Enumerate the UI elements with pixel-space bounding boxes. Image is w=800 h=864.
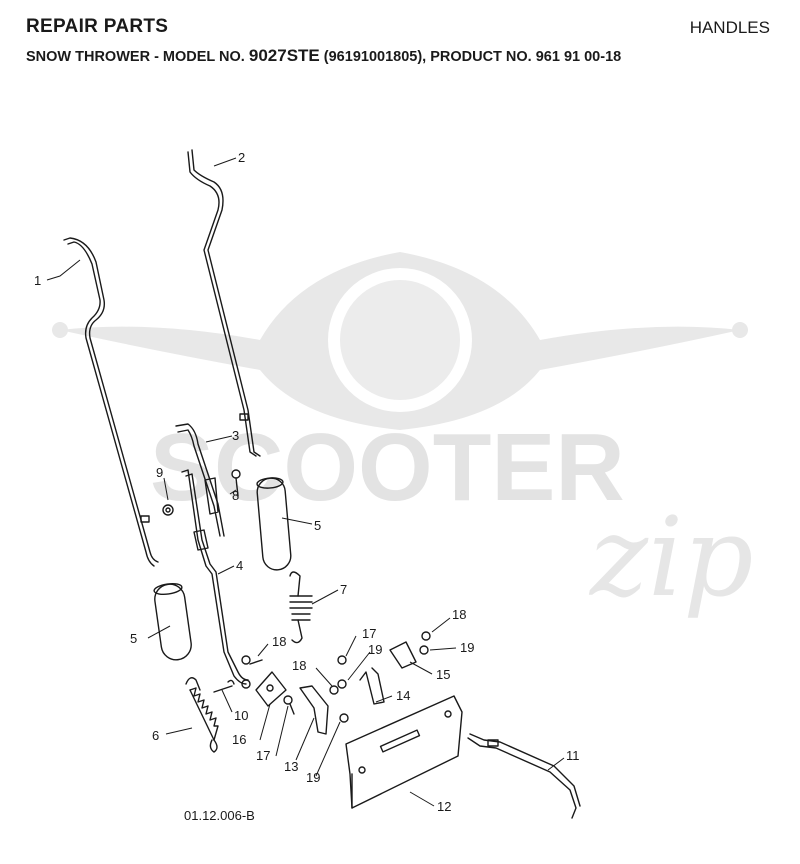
part-1-rod xyxy=(63,237,159,567)
part-11-rod xyxy=(467,733,581,819)
callout-1: 1 xyxy=(34,273,41,288)
watermark-word: SCOOTER xyxy=(150,414,625,521)
part-10-pin xyxy=(213,679,235,693)
callout-17a: 17 xyxy=(256,748,270,763)
callout-15: 15 xyxy=(436,667,450,682)
callout-19b: 19 xyxy=(306,770,320,785)
part-17-bolt-b xyxy=(337,655,347,665)
part-16-plate xyxy=(255,671,287,707)
part-15-plate xyxy=(389,641,417,669)
part-8-bolt xyxy=(231,469,241,497)
callout-16: 16 xyxy=(232,732,246,747)
part-14-bracket xyxy=(359,667,385,705)
part-19-nut-a xyxy=(337,679,347,689)
callout-14: 14 xyxy=(396,688,410,703)
part-17-bolt-a xyxy=(283,695,295,715)
callout-7: 7 xyxy=(340,582,347,597)
page-subtitle: SNOW THROWER - MODEL NO. 9027STE (961910… xyxy=(26,46,621,66)
diagram-reference-code: 01.12.006-B xyxy=(184,808,255,823)
part-6-spring xyxy=(185,677,219,753)
callout-18c: 18 xyxy=(452,607,466,622)
watermark-script: zip xyxy=(588,493,754,621)
callout-17b: 17 xyxy=(362,626,376,641)
callout-9: 9 xyxy=(156,465,163,480)
subtitle-suffix: (96191001805), PRODUCT NO. 961 91 00-18 xyxy=(319,49,622,65)
part-9-nut xyxy=(162,504,174,516)
part-7-spring xyxy=(289,571,313,644)
callout-19a: 19 xyxy=(368,642,382,657)
model-number: 9027STE xyxy=(248,46,320,65)
part-12-panel xyxy=(345,695,463,809)
part-13-bracket xyxy=(299,685,329,735)
callout-3: 3 xyxy=(232,428,239,443)
watermark: SCOOTER zip xyxy=(52,252,754,621)
section-title: HANDLES xyxy=(689,18,770,37)
callout-18b: 18 xyxy=(292,658,306,673)
callout-labels: 1 2 3 4 5 5 6 7 8 9 10 11 12 13 14 15 16… xyxy=(34,150,580,814)
callout-18a: 18 xyxy=(272,634,286,649)
part-5-grip-right xyxy=(256,477,292,571)
callout-12: 12 xyxy=(437,799,451,814)
callout-13: 13 xyxy=(284,759,298,774)
page-title: REPAIR PARTS xyxy=(26,16,169,37)
part-3-link xyxy=(175,423,225,537)
part-18-bolt-c xyxy=(421,631,431,641)
part-19-nut-c xyxy=(419,645,429,655)
callout-10: 10 xyxy=(234,708,248,723)
callout-5b: 5 xyxy=(130,631,137,646)
callout-4: 4 xyxy=(236,558,243,573)
callout-11: 11 xyxy=(566,748,580,763)
part-2-rod xyxy=(187,149,261,457)
callout-6: 6 xyxy=(152,728,159,743)
part-18-bolt-b xyxy=(329,685,339,695)
part-18-bolt-a xyxy=(241,655,263,665)
callout-2: 2 xyxy=(238,150,245,165)
part-19-nut-b xyxy=(339,713,349,723)
callout-8: 8 xyxy=(232,488,239,503)
part-5-grip-left xyxy=(153,582,192,661)
callout-19c: 19 xyxy=(460,640,474,655)
callout-5a: 5 xyxy=(314,518,321,533)
part-4-rod xyxy=(181,469,251,689)
subtitle-prefix: SNOW THROWER - MODEL NO. xyxy=(26,49,249,65)
